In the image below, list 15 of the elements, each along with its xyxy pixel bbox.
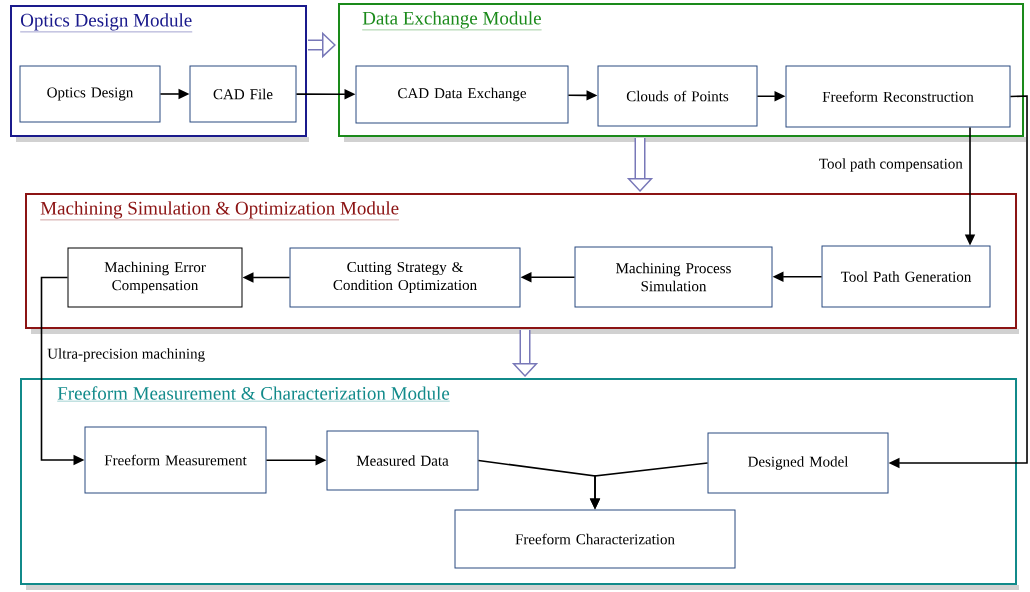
process-box: Optics Design	[19, 65, 161, 123]
process-box: Measured Data	[326, 430, 479, 491]
process-box: Tool Path Generation	[821, 245, 991, 308]
process-box: Machining Process Simulation	[574, 246, 773, 308]
process-box: Freeform Measurement	[84, 426, 267, 494]
process-box: Clouds of Points	[597, 65, 758, 127]
process-box: Designed Model	[707, 432, 889, 494]
edge-label: Ultra-precision machining	[46, 347, 207, 363]
process-box: Cutting Strategy & Condition Optimization	[289, 247, 521, 308]
process-box: Freeform Reconstruction	[785, 65, 1011, 128]
process-box: Machining Error Compensation	[67, 247, 243, 308]
process-box: CAD File	[189, 65, 297, 123]
edge-label: Tool path compensation	[817, 157, 964, 173]
process-box: CAD Data Exchange	[355, 65, 569, 124]
process-box: Freeform Characterization	[454, 509, 736, 569]
